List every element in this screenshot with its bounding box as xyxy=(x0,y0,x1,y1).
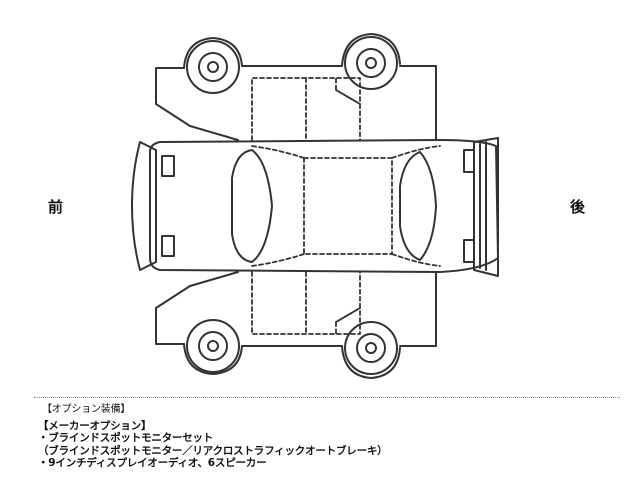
options-header: 【オプション装備】 xyxy=(42,404,131,415)
top-view xyxy=(131,137,499,277)
option-line: 【メーカーオプション】 xyxy=(38,419,152,432)
rear-wheel-top-icon xyxy=(344,36,398,90)
front-label: 前 xyxy=(48,198,64,216)
front-wheel-bottom-icon xyxy=(186,319,240,373)
top-side-view xyxy=(155,33,437,141)
divider xyxy=(34,397,620,398)
rear-label: 後 xyxy=(570,198,586,216)
car-body-diagram xyxy=(131,33,499,379)
option-line: ・ブラインドスポットモニターセット xyxy=(38,432,214,444)
option-line: （ブラインドスポットモニター／リアクロストラフィックオートブレーキ） xyxy=(38,444,388,457)
front-wheel-top-icon xyxy=(186,40,240,94)
rear-wheel-bottom-icon xyxy=(344,321,398,375)
bottom-side-view xyxy=(155,271,437,379)
option-line: ・9インチディスプレイオーディオ、6スピーカー xyxy=(38,457,267,469)
options-section: 【オプション装備】 【メーカーオプション】 ・ブラインドスポットモニターセット … xyxy=(38,404,628,470)
